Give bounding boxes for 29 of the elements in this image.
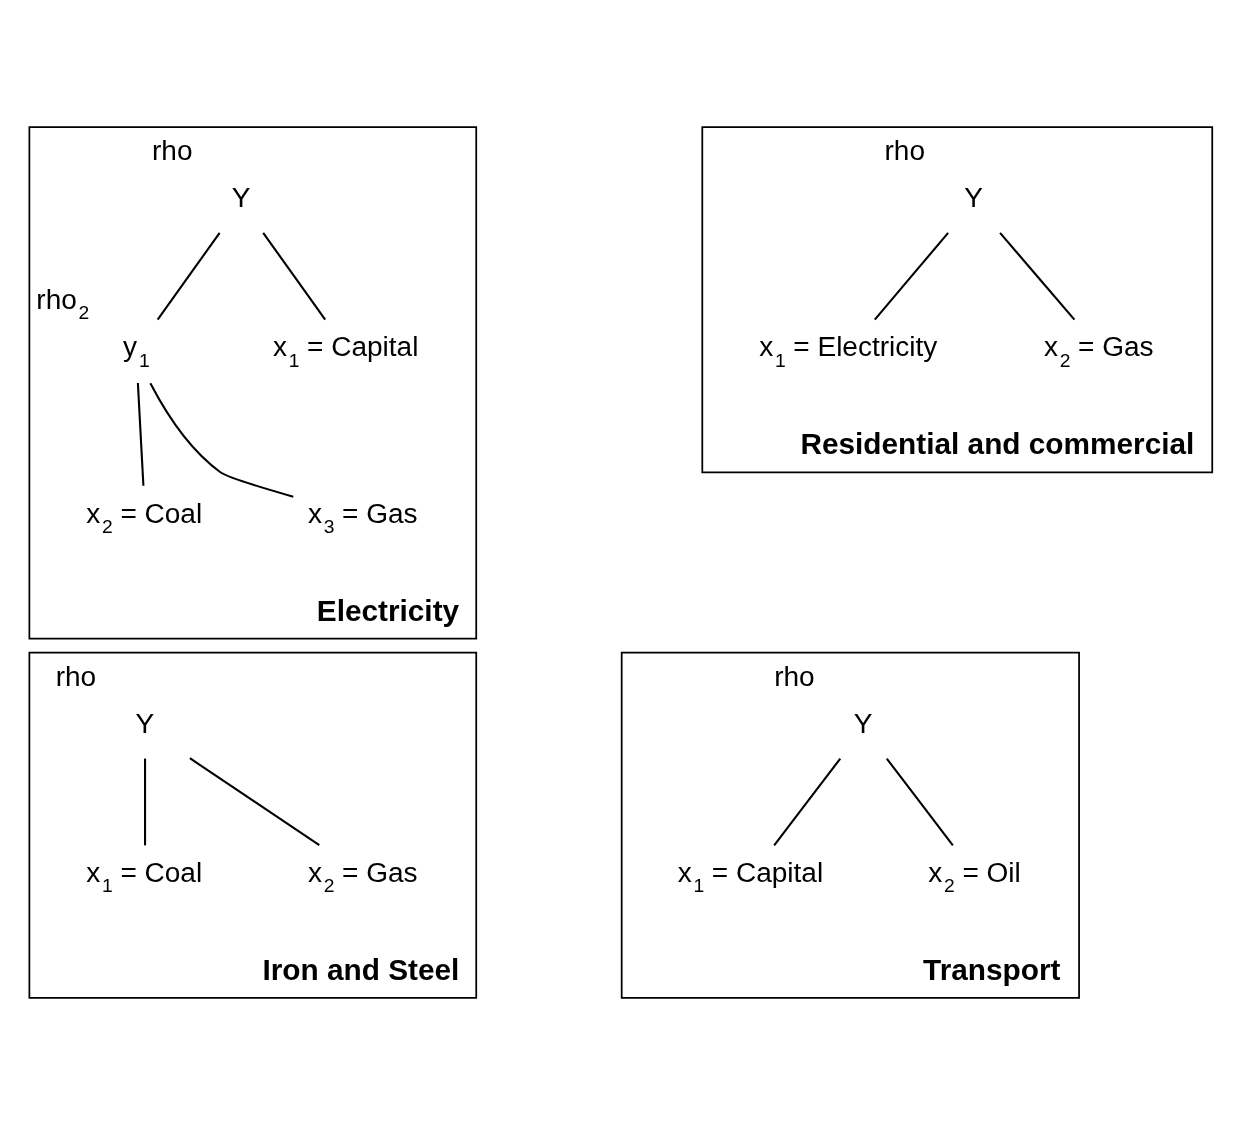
connector [149, 382, 294, 498]
node-text: x$_{2}$ = Oil [928, 856, 1021, 896]
connector [874, 231, 949, 320]
connector [999, 231, 1076, 320]
connector [156, 231, 221, 320]
node-text: x$_{1}$ = Coal [86, 856, 203, 896]
node-text: x$_{1}$ = Electricity [759, 330, 938, 371]
node-text: x$_{3}$ = Gas [308, 497, 418, 537]
node-label: rho [884, 134, 926, 166]
connector [773, 757, 842, 846]
connector [144, 758, 147, 845]
node-label: rho [55, 660, 97, 692]
node-label: rho [774, 660, 815, 692]
node-text: Y [231, 181, 251, 213]
node-text: x$_{2}$ = Gas [1044, 330, 1154, 371]
connector [189, 756, 320, 846]
connector [885, 757, 954, 846]
node-text: Y [853, 707, 873, 739]
node-label: rho$_{2}$ [36, 283, 90, 323]
node-text: y$_{1}$ [123, 330, 150, 371]
node-label: rho [152, 134, 193, 166]
node-text: x$_{1}$ = Capital [272, 330, 419, 371]
connector [262, 231, 326, 320]
node-text: x$_{2}$ = Gas [308, 856, 418, 896]
node-text: Y [135, 707, 155, 739]
node-text: x$_{2}$ = Coal [86, 497, 203, 537]
node-text: x$_{1}$ = Capital [677, 856, 824, 896]
connector [136, 382, 145, 486]
node-text: Y [964, 181, 983, 213]
